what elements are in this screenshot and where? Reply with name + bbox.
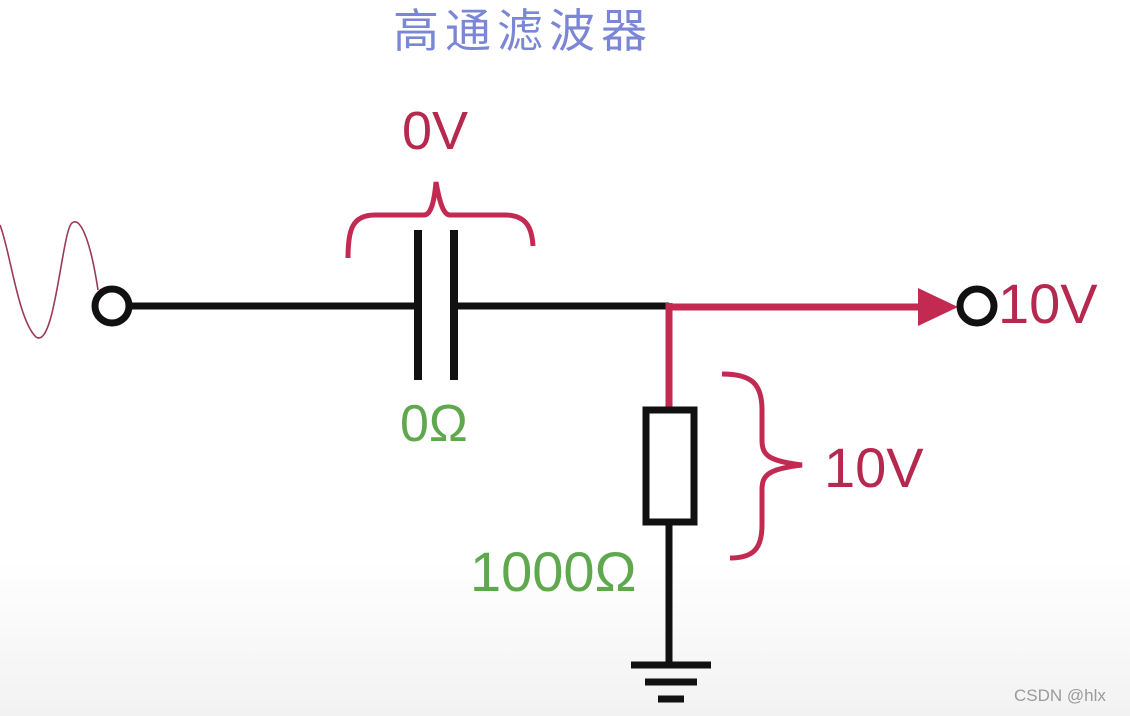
- output-arrow: [918, 288, 958, 326]
- resistor-value-label: 1000Ω: [470, 540, 637, 603]
- output-voltage-label: 10V: [998, 272, 1098, 335]
- ground-icon: [631, 661, 711, 703]
- output-terminal: [956, 285, 998, 327]
- resistor: [642, 406, 698, 526]
- resistor-brace: [721, 371, 803, 561]
- capacitor-impedance-label: 0Ω: [400, 395, 468, 453]
- capacitor-voltage-label: 0V: [402, 101, 469, 161]
- watermark: CSDN @hlx: [1014, 686, 1106, 705]
- resistor-voltage-label: 10V: [824, 436, 924, 499]
- input-terminal: [91, 285, 133, 327]
- input-sine-wave: [0, 221, 99, 339]
- diagram-title: 高通滤波器: [393, 4, 653, 58]
- capacitor-brace: [345, 181, 536, 259]
